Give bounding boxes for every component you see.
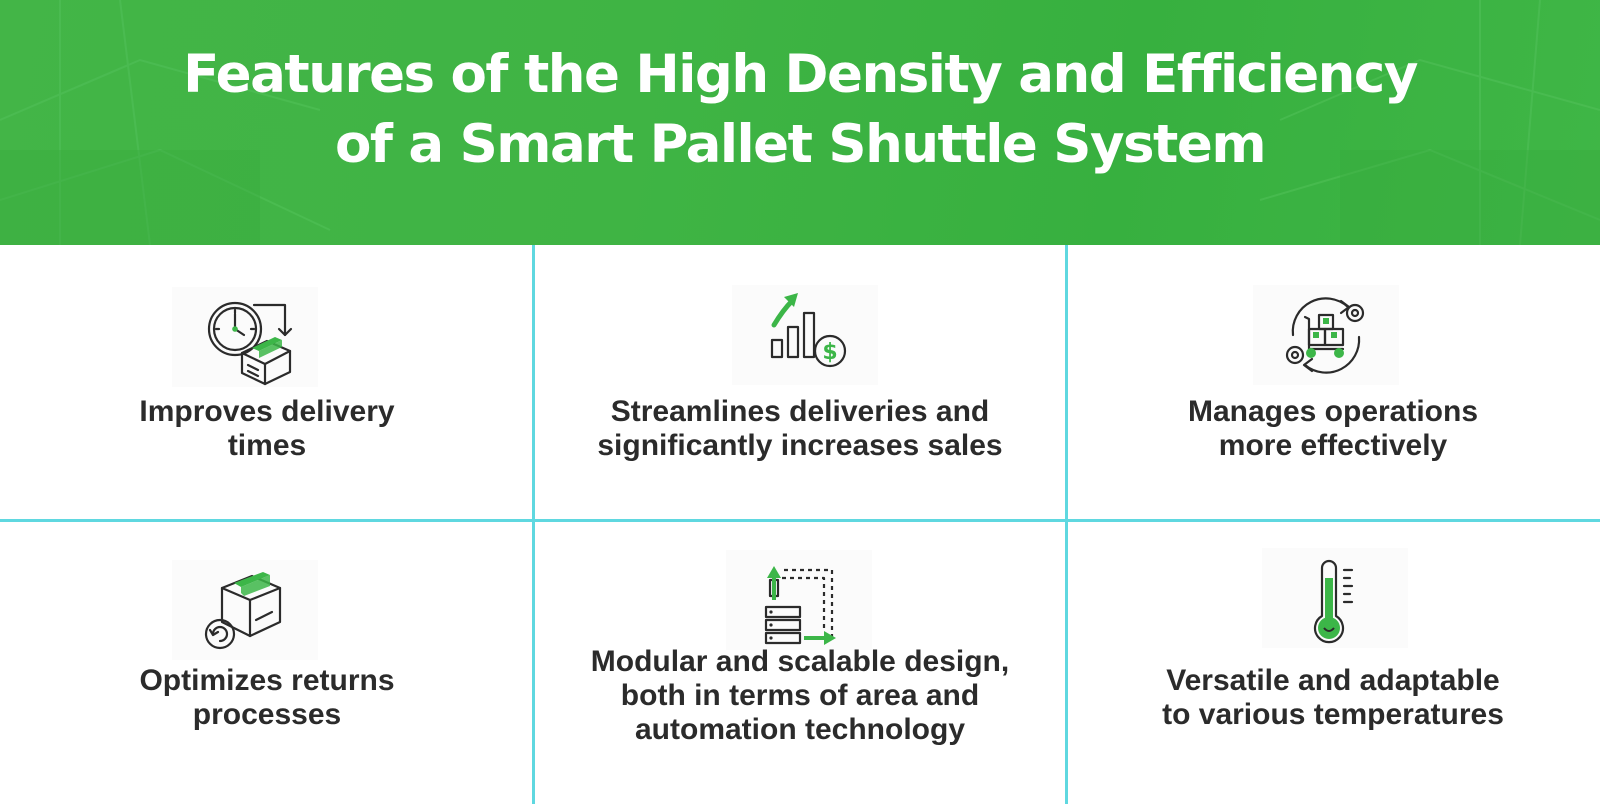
- feature-label-line: to various temperatures: [1162, 698, 1504, 731]
- feature-label-line: Streamlines deliveries and: [610, 395, 990, 428]
- svg-text:$: $: [822, 340, 837, 365]
- feature-label-line: significantly increases sales: [597, 429, 1003, 462]
- page-title-line-1: Features of the High Density and Efficie…: [183, 44, 1418, 105]
- growth-chart-dollar-icon: $: [732, 285, 878, 385]
- feature-label-line: Modular and scalable design,: [590, 645, 1010, 678]
- header-banner: Features of the High Density and Efficie…: [0, 0, 1600, 245]
- thermometer-icon: [1262, 548, 1408, 648]
- feature-label: Streamlines deliveries and significantly…: [533, 395, 1067, 463]
- feature-card-sales: $ Streamlines deliveries and significant…: [533, 245, 1067, 519]
- feature-label-line: processes: [192, 698, 342, 731]
- feature-label: Improves delivery times: [0, 395, 534, 463]
- feature-card-returns: Optimizes returns processes: [0, 522, 534, 804]
- feature-label-line: times: [227, 429, 307, 462]
- feature-label-line: both in terms of area and: [620, 679, 980, 712]
- feature-label: Optimizes returns processes: [0, 664, 534, 732]
- feature-label-line: more effectively: [1218, 429, 1448, 462]
- clock-delivery-box-icon: [172, 287, 318, 387]
- header-background-pattern: [0, 0, 1600, 245]
- feature-label: Versatile and adaptable to various tempe…: [1066, 664, 1600, 732]
- page-title: Features of the High Density and Efficie…: [0, 40, 1600, 180]
- feature-label-line: Improves delivery: [139, 395, 395, 428]
- grid-divider-horizontal: [0, 519, 1600, 522]
- feature-label: Modular and scalable design, both in ter…: [533, 645, 1067, 747]
- grid-divider-vertical-1: [532, 245, 535, 804]
- feature-label-line: Optimizes returns: [139, 664, 395, 697]
- feature-card-temperatures: Versatile and adaptable to various tempe…: [1066, 522, 1600, 804]
- feature-label-line: Manages operations: [1187, 395, 1479, 428]
- feature-card-delivery-times: Improves delivery times: [0, 245, 534, 519]
- page-title-line-2: of a Smart Pallet Shuttle System: [334, 114, 1267, 175]
- feature-card-operations: Manages operations more effectively: [1066, 245, 1600, 519]
- box-return-icon: [172, 560, 318, 660]
- feature-label-line: automation technology: [635, 713, 965, 746]
- modular-stack-arrows-icon: [726, 550, 872, 650]
- features-grid: Improves delivery times $ Streamlines de…: [0, 245, 1600, 804]
- feature-label: Manages operations more effectively: [1066, 395, 1600, 463]
- feature-label-line: Versatile and adaptable: [1166, 664, 1500, 697]
- feature-card-modular: Modular and scalable design, both in ter…: [533, 522, 1067, 804]
- hand-truck-gears-icon: [1253, 285, 1399, 385]
- grid-divider-vertical-2: [1065, 245, 1068, 804]
